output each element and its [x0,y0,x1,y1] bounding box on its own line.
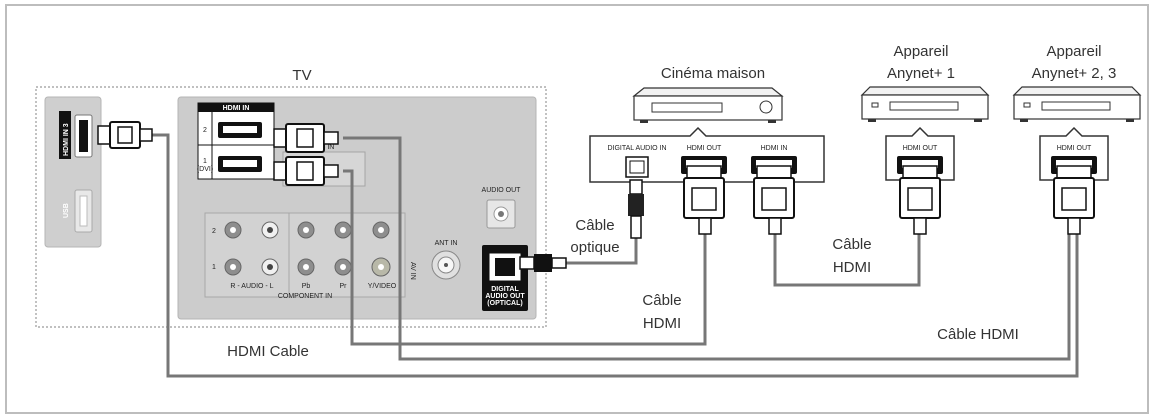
rca-row-1 [224,257,391,277]
ht-hdmi-out-plug [683,165,725,235]
ht-hdmi-in-label: HDMI IN [761,145,788,152]
ht-hdmi-in-plug [753,165,795,235]
ht-digital-audio-in-label: DIGITAL AUDIO IN [607,145,666,152]
hdmi-port-2-label: 2 [203,127,207,134]
cable-hdmi-right: Câble HDMI [937,326,1019,343]
anynet1-hdmi-plug [899,165,941,235]
cable-hdmi-mid-line1: Câble [832,236,871,253]
hdmi-plug-tv-2 [273,123,339,153]
component-row-1-label: 1 [212,264,216,271]
outer-frame [5,4,1149,414]
digital-audio-out-line1: DIGITAL [491,286,519,293]
av-in-label: AV IN [409,262,416,280]
home-theater-title: Cinéma maison [661,65,765,82]
digital-audio-out-socket-inner [495,258,515,276]
hdmi-in-header-bar [198,103,274,112]
ant-in-core [444,263,448,267]
anynet1-title-line2: Anynet+ 1 [887,65,955,82]
tv-title: TV [292,67,311,84]
home-theater-device [632,87,784,123]
y-video-label: Y/VIDEO [368,283,397,290]
tv-side-panel [44,96,102,248]
tv-boundary [35,86,547,328]
component-in-label: COMPONENT IN [278,293,332,300]
usb-port-slot [79,195,88,227]
hdmi-port-1-slot [223,160,257,167]
usb-label: USB [63,203,70,218]
cable-home-theater-to-anynet1 [773,232,921,287]
hdmi3-label-bar [59,111,71,159]
hdmi-port-1-sub: (DVI) [197,166,213,173]
pr-label: Pr [340,283,348,290]
cable-optical [566,237,638,265]
ant-in-label: ANT IN [435,240,458,247]
optical-plug-ht [628,179,644,239]
cable-hdmi3-to-anynet23 [152,133,1079,378]
cable-hdmi-left: HDMI Cable [227,343,309,360]
hdmi-plug-left [97,121,153,149]
ht-optical-in-port [625,156,649,178]
audio-out-label: AUDIO OUT [482,187,522,194]
anynet1-hdmi-out-label: HDMI OUT [903,145,938,152]
hdmi-port-1-label: 1 [203,158,207,165]
anynet23-device [1012,86,1142,122]
component-row-2-label: 2 [212,228,216,235]
audio-out-jack-core [498,211,504,217]
rca-row-2 [224,221,390,239]
ht-hdmi-out-label: HDMI OUT [687,145,722,152]
hdmi3-port-slot [79,120,88,152]
hdmi-plug-tv-1 [273,156,339,186]
anynet1-device [860,86,990,122]
anynet23-title-line2: Anynet+ 2, 3 [1032,65,1117,82]
cable-hdmi2-to-anynet23 [343,136,1071,361]
cable-optical-line2: optique [570,239,619,256]
cable-hdmi1-to-home-theater [343,169,707,346]
cable-hdmi-center-line2: HDMI [643,315,681,332]
audio-rl-label: R - AUDIO - L [230,283,273,290]
cable-lines [152,133,1079,378]
hdmi3-label: HDMI IN 3 [63,123,70,156]
cable-hdmi-mid-line2: HDMI [833,259,871,276]
cable-hdmi-center-line1: Câble [642,292,681,309]
anynet23-title-line1: Appareil [1046,43,1101,60]
digital-audio-out-line2: AUDIO OUT [485,293,525,300]
cable-optical-line1: Câble [575,217,614,234]
anynet23-hdmi-plug [1053,165,1095,235]
optical-plug-tv [519,254,567,272]
pb-label: Pb [302,283,311,290]
hdmi-port-2-slot [223,126,257,133]
hdmi-in-header: HDMI IN [223,105,250,112]
anynet1-title-line1: Appareil [893,43,948,60]
digital-audio-out-line3: (OPTICAL) [487,300,522,307]
anynet23-hdmi-out-label: HDMI OUT [1057,145,1092,152]
